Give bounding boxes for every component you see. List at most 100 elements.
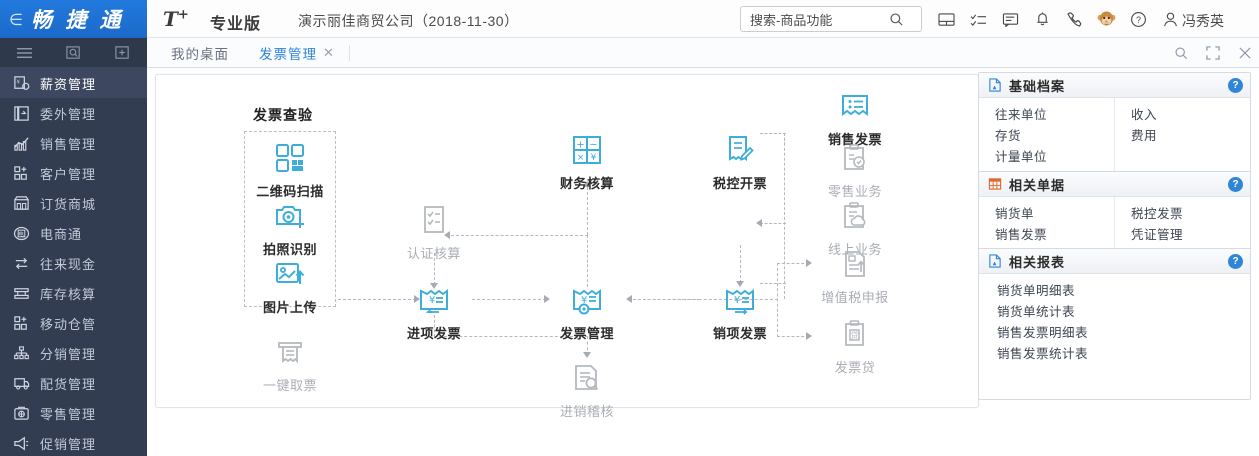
node-online-business[interactable]: 线上业务 bbox=[809, 197, 901, 258]
close-icon[interactable] bbox=[1237, 45, 1253, 61]
arrow-left bbox=[756, 219, 762, 227]
phone-icon[interactable] bbox=[1064, 9, 1084, 29]
panel-link[interactable]: 销货单 bbox=[995, 207, 1035, 221]
help-icon[interactable]: ? bbox=[1228, 254, 1243, 269]
delivery-icon bbox=[12, 374, 30, 392]
connector-output-to-manage bbox=[628, 299, 700, 300]
brand-logo[interactable]: ∈ 畅 捷 通 bbox=[0, 0, 147, 38]
sidebar-item-5[interactable]: 电电商通 bbox=[0, 218, 147, 248]
svg-text:¥: ¥ bbox=[16, 79, 21, 85]
sales-invoice-icon bbox=[835, 87, 875, 125]
panel-link[interactable]: 计量单位 bbox=[995, 150, 1048, 164]
panel-link[interactable]: 收入 bbox=[1131, 108, 1158, 122]
user-icon[interactable] bbox=[1160, 9, 1180, 29]
panel-link[interactable]: 往来单位 bbox=[995, 108, 1048, 122]
tab-my-desktop[interactable]: 我的桌面 bbox=[171, 38, 229, 68]
panel-link[interactable]: 销货单明细表 bbox=[997, 284, 1076, 298]
node-qr-scan[interactable]: 二维码扫描 bbox=[244, 139, 336, 200]
card-icon[interactable] bbox=[936, 9, 956, 29]
node-vat-declaration[interactable]: 增值税申报 bbox=[809, 245, 901, 306]
sidebar-item-label: 往来现金 bbox=[40, 256, 97, 272]
sidebar-item-0[interactable]: ¥薪资管理 bbox=[0, 68, 147, 98]
sidebar-item-11[interactable]: 零售管理 bbox=[0, 398, 147, 428]
promotion-icon bbox=[12, 434, 30, 452]
panel-link[interactable]: 税控发票 bbox=[1131, 207, 1184, 221]
node-label: 发票管理 bbox=[559, 326, 614, 341]
node-purchase-sales-audit[interactable]: 进销稽核 bbox=[541, 359, 633, 420]
help-icon[interactable]: ? bbox=[1228, 177, 1243, 192]
panel-link[interactable]: 销售发票明细表 bbox=[997, 326, 1089, 340]
node-auth-accounting[interactable]: 认证核算 bbox=[388, 201, 480, 262]
panel-link[interactable]: 销售发票 bbox=[995, 228, 1048, 242]
close-icon[interactable]: ✕ bbox=[323, 45, 335, 60]
connector-online-stub bbox=[760, 283, 786, 284]
sidebar-item-10[interactable]: 配货管理 bbox=[0, 368, 147, 398]
invoice-pen-icon bbox=[720, 131, 760, 169]
panel-link[interactable]: 销售发票统计表 bbox=[997, 347, 1089, 361]
arrow-down bbox=[430, 283, 438, 289]
help-icon[interactable]: ? bbox=[1128, 9, 1148, 29]
connector-sales-stub bbox=[760, 133, 786, 134]
node-output-invoice[interactable]: ¥ 销项发票 bbox=[694, 281, 786, 342]
panel-column-0: 销货单销售发票 bbox=[979, 197, 1115, 253]
panel-1: 相关单据?销货单销售发票税控发票凭证管理 bbox=[978, 171, 1251, 254]
node-one-key-fetch[interactable]: 一键取票 bbox=[244, 333, 336, 394]
invoice-settings-icon: ¥ bbox=[567, 281, 607, 319]
bell-icon[interactable] bbox=[1032, 9, 1052, 29]
sidebar-item-8[interactable]: 移动仓管 bbox=[0, 308, 147, 338]
monkey-icon[interactable] bbox=[1096, 9, 1116, 29]
sidebar-item-1[interactable]: 委外管理 bbox=[0, 98, 147, 128]
fullscreen-icon[interactable] bbox=[1205, 45, 1221, 61]
sidebar-item-12[interactable]: 促销管理 bbox=[0, 428, 147, 456]
connector-to-vat bbox=[777, 263, 809, 264]
sidebar-item-label: 客户管理 bbox=[40, 166, 97, 182]
tab-bar-actions bbox=[1173, 38, 1253, 68]
search-icon[interactable] bbox=[49, 45, 98, 61]
menu-icon[interactable] bbox=[0, 46, 49, 60]
sidebar-item-6[interactable]: 往来现金 bbox=[0, 248, 147, 278]
username-label[interactable]: 冯秀英 bbox=[1182, 13, 1224, 29]
group-title-invoice-verify: 发票查验 bbox=[253, 107, 313, 123]
node-finance-accounting[interactable]: + − × ¥ 财务核算 bbox=[541, 131, 633, 192]
search-box[interactable] bbox=[740, 6, 922, 32]
connector-to-loan bbox=[777, 336, 809, 337]
node-retail-business[interactable]: 零售业务 bbox=[809, 139, 901, 200]
sidebar-item-2[interactable]: 销售管理 bbox=[0, 128, 147, 158]
sidebar-item-label: 委外管理 bbox=[40, 106, 97, 122]
node-photo-recognize[interactable]: 拍照识别 bbox=[244, 197, 336, 258]
node-image-upload[interactable]: 图片上传 bbox=[244, 255, 336, 316]
add-icon[interactable] bbox=[98, 45, 147, 61]
checklist-icon[interactable] bbox=[968, 9, 988, 29]
sidebar-item-4[interactable]: 订货商城 bbox=[0, 188, 147, 218]
node-label: 税控开票 bbox=[712, 176, 767, 191]
node-sales-invoice[interactable]: 销售发票 bbox=[809, 87, 901, 148]
help-icon[interactable]: ? bbox=[1228, 78, 1243, 93]
panel-body: 销货单销售发票 税控发票凭证管理 bbox=[979, 197, 1250, 253]
sidebar-item-7[interactable]: 库存核算 bbox=[0, 278, 147, 308]
node-invoice-loan[interactable]: 贷 发票贷 bbox=[809, 315, 901, 376]
sidebar-item-label: 销售管理 bbox=[40, 136, 97, 152]
message-icon[interactable] bbox=[1000, 9, 1020, 29]
search-icon[interactable] bbox=[1173, 45, 1189, 61]
panel-link[interactable]: 存货 bbox=[995, 129, 1022, 143]
mobile-warehouse-icon bbox=[12, 314, 30, 332]
connector-manage-vert bbox=[587, 235, 588, 287]
sidebar-item-9[interactable]: 分销管理 bbox=[0, 338, 147, 368]
search-icon[interactable] bbox=[881, 7, 911, 31]
panel-link[interactable]: 费用 bbox=[1131, 129, 1158, 143]
sidebar-item-3[interactable]: 客户管理 bbox=[0, 158, 147, 188]
node-input-invoice[interactable]: ¥ 进项发票 bbox=[388, 281, 480, 342]
tab-invoice-management[interactable]: 发票管理 ✕ bbox=[259, 38, 335, 68]
node-tax-invoicing[interactable]: 税控开票 bbox=[694, 131, 786, 192]
arrow-down bbox=[736, 281, 744, 287]
tab-label: 发票管理 bbox=[259, 47, 317, 62]
search-input[interactable] bbox=[741, 11, 881, 27]
sidebar-item-label: 订货商城 bbox=[40, 196, 97, 212]
brand-name: 畅 捷 通 bbox=[30, 8, 124, 32]
node-label: 进项发票 bbox=[406, 326, 461, 341]
panel-link[interactable]: 销货单统计表 bbox=[997, 305, 1076, 319]
panel-link[interactable]: 凭证管理 bbox=[1131, 228, 1184, 242]
node-invoice-manage[interactable]: ¥ 发票管理 bbox=[541, 281, 633, 342]
invoice-verify-group-box bbox=[244, 131, 336, 307]
